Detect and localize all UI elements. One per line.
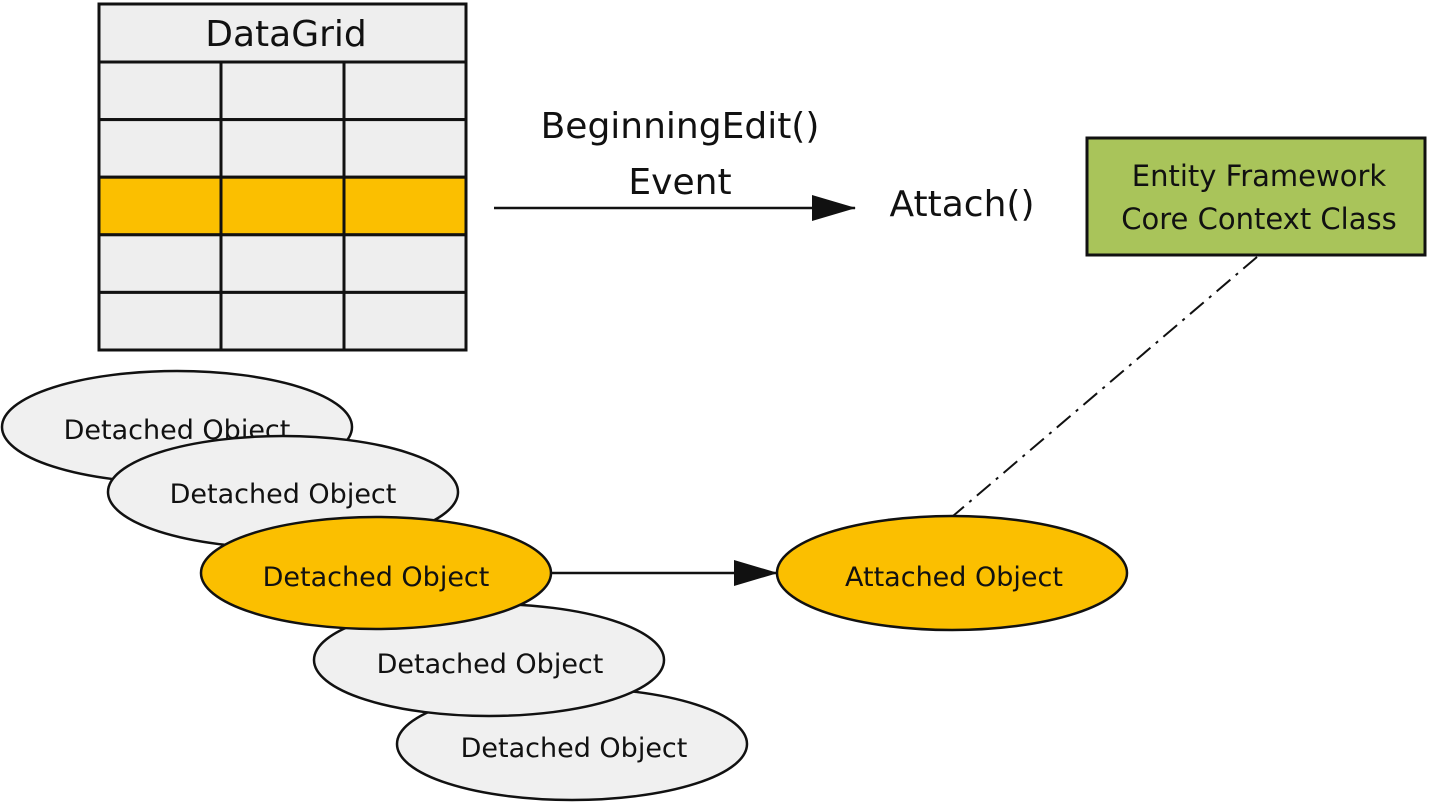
datagrid-cell — [219, 60, 346, 122]
attached-object-label: Attached Object — [845, 562, 1063, 593]
detached-object-5-label: Detached Object — [461, 733, 688, 764]
datagrid-cell — [97, 118, 223, 179]
detached-object-2-label: Detached Object — [170, 479, 397, 510]
datagrid-cell-highlighted — [342, 175, 468, 237]
detached-object-4: Detached Object — [312, 602, 666, 718]
datagrid-cell-highlighted — [97, 175, 223, 237]
datagrid-cell — [219, 290, 346, 352]
datagrid-cell — [97, 233, 223, 294]
datagrid-cell — [219, 118, 346, 179]
context-class-line1: Entity Framework — [1132, 159, 1387, 193]
datagrid-cell — [342, 290, 468, 352]
datagrid: DataGrid — [97, 2, 468, 352]
datagrid-cell — [97, 290, 223, 352]
context-class-box: Entity Framework Core Context Class — [1085, 136, 1427, 257]
datagrid-cell — [342, 233, 468, 294]
event-label-line1: BeginningEdit() — [541, 106, 820, 147]
datagrid-title-cell — [97, 2, 468, 64]
datagrid-cell — [342, 118, 468, 179]
datagrid-cell — [97, 60, 223, 122]
datagrid-title: DataGrid — [205, 14, 367, 55]
detached-object-3: Detached Object — [199, 515, 553, 631]
datagrid-cell-highlighted — [219, 175, 346, 237]
datagrid-body — [97, 60, 468, 352]
attach-label: Attach() — [890, 184, 1035, 225]
context-connector — [952, 256, 1258, 517]
datagrid-cell — [342, 60, 468, 122]
datagrid-cell — [219, 233, 346, 294]
detached-object-4-label: Detached Object — [377, 649, 604, 680]
context-class-rect — [1085, 136, 1427, 257]
event-label-line2: Event — [628, 162, 731, 203]
attached-object: Attached Object — [775, 514, 1129, 632]
detached-object-3-label: Detached Object — [263, 562, 490, 593]
context-class-line2: Core Context Class — [1121, 202, 1396, 236]
